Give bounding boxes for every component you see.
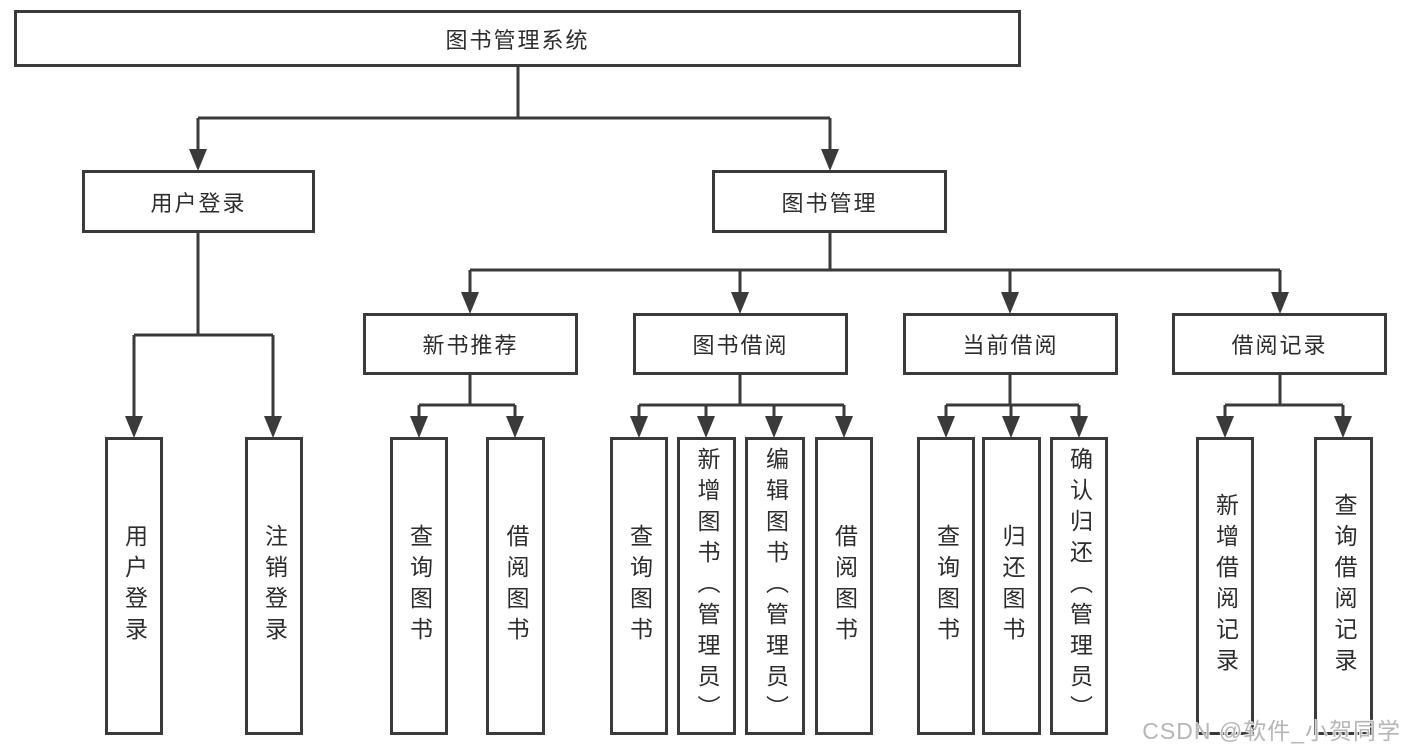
leaf-recommend-borrow-books: 借阅图书 [486, 437, 545, 735]
node-user-login: 用户登录 [82, 170, 315, 233]
leaf-logout: 注销登录 [245, 437, 303, 735]
node-book-management: 图书管理 [712, 170, 947, 233]
leaf-confirm-return-admin: 确认归还（管理员） [1050, 437, 1108, 735]
leaf-query-borrow-record: 查询借阅记录 [1314, 437, 1373, 735]
arrowheads [125, 149, 1352, 438]
leaf-recommend-query-books: 查询图书 [390, 437, 448, 735]
leaf-borrow-query-books: 查询图书 [610, 437, 668, 735]
leaf-borrow-books: 借阅图书 [815, 437, 873, 735]
leaf-edit-books-admin: 编辑图书（管理员） [745, 437, 805, 735]
node-book-borrowing: 图书借阅 [633, 313, 848, 375]
leaf-add-borrow-record: 新增借阅记录 [1196, 437, 1254, 735]
csdn-watermark: CSDN @软件_小贺同学 [1142, 718, 1401, 744]
node-current-borrowing: 当前借阅 [903, 313, 1118, 375]
leaf-user-login: 用户登录 [105, 437, 163, 735]
leaf-current-query-books: 查询图书 [917, 437, 975, 735]
node-new-book-recommendation: 新书推荐 [363, 313, 578, 375]
leaf-return-books: 归还图书 [982, 437, 1041, 735]
node-root-book-management-system: 图书管理系统 [14, 10, 1021, 67]
leaf-add-books-admin: 新增图书（管理员） [677, 437, 736, 735]
node-borrowing-records: 借阅记录 [1172, 313, 1387, 375]
